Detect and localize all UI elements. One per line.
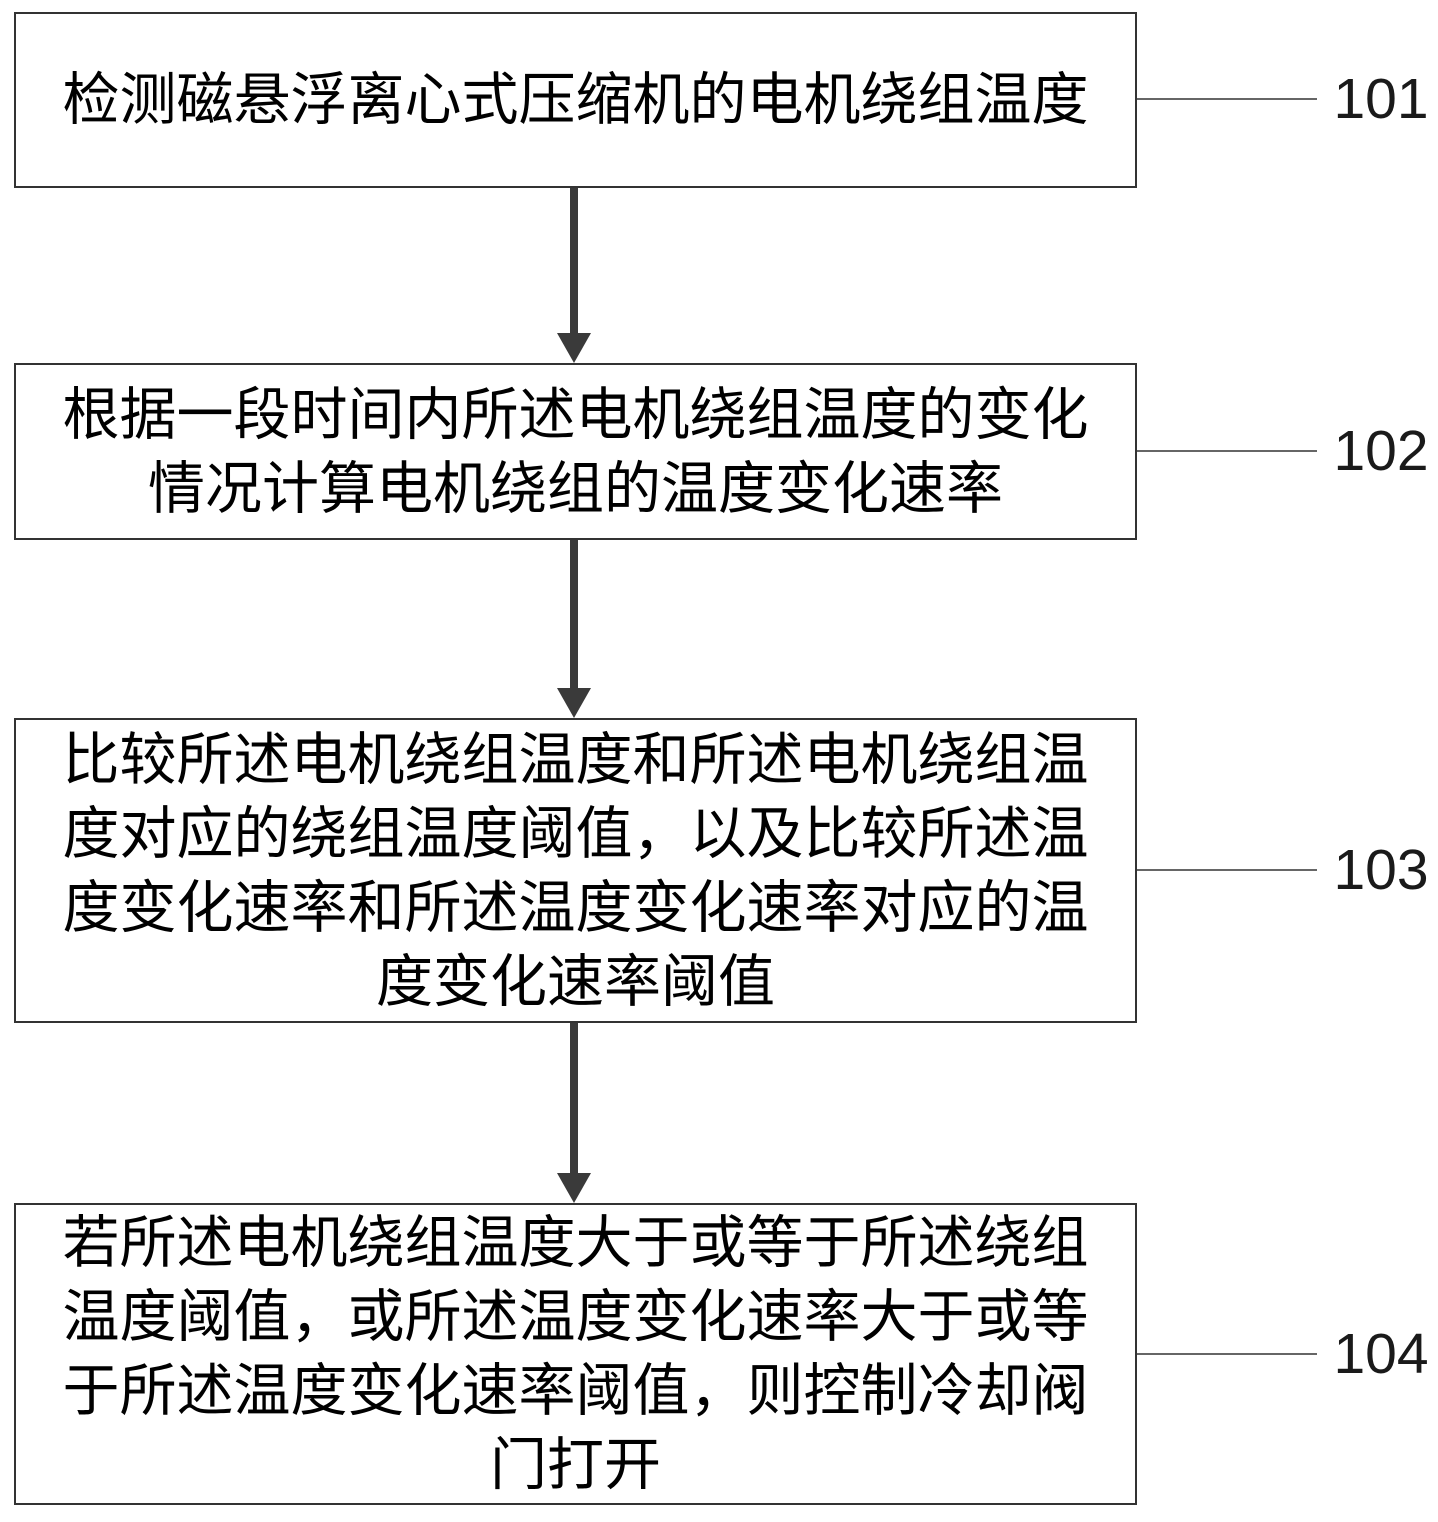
label-connector-104: [1137, 1353, 1317, 1355]
step-102-box: 根据一段时间内所述电机绕组温度的变化 情况计算电机绕组的温度变化速率: [14, 363, 1137, 540]
step-103-box: 比较所述电机绕组温度和所述电机绕组温 度对应的绕组温度阈值，以及比较所述温 度变…: [14, 718, 1137, 1023]
label-connector-103: [1137, 869, 1317, 871]
flow-arrow-1: [557, 188, 591, 363]
step-label-103: 103: [1333, 838, 1429, 902]
label-connector-101: [1137, 98, 1317, 100]
label-connector-102: [1137, 450, 1317, 452]
step-102-text-line-1: 根据一段时间内所述电机绕组温度的变化: [62, 381, 1089, 448]
arrow-head-icon: [557, 1173, 591, 1203]
step-104-box: 若所述电机绕组温度大于或等于所述绕组 温度阈值，或所述温度变化速率大于或等 于所…: [14, 1203, 1137, 1505]
step-104-text-line-1: 若所述电机绕组温度大于或等于所述绕组: [62, 1210, 1089, 1276]
arrow-head-icon: [557, 333, 591, 363]
step-101-text: 检测磁悬浮离心式压缩机的电机绕组温度: [62, 67, 1089, 133]
step-103-text-line-1: 比较所述电机绕组温度和所述电机绕组温: [62, 726, 1089, 793]
step-label-102: 102: [1333, 419, 1429, 483]
flow-arrow-2: [557, 540, 591, 718]
step-103-text-line-3: 度变化速率和所述温度变化速率对应的温: [62, 874, 1089, 941]
flow-arrow-3: [557, 1023, 591, 1203]
arrow-stem: [570, 188, 578, 337]
arrow-stem: [570, 540, 578, 692]
step-label-101: 101: [1333, 67, 1429, 131]
step-104-text-line-3: 于所述温度变化速率阈值，则控制冷却阀: [62, 1358, 1089, 1424]
step-101-box: 检测磁悬浮离心式压缩机的电机绕组温度: [14, 12, 1137, 188]
step-104-text-line-2: 温度阈值，或所述温度变化速率大于或等: [62, 1284, 1089, 1350]
arrow-head-icon: [557, 688, 591, 718]
step-103-text-line-2: 度对应的绕组温度阈值，以及比较所述温: [62, 800, 1089, 867]
step-102-text-line-2: 情况计算电机绕组的温度变化速率: [148, 455, 1003, 522]
step-104-text-line-4: 门打开: [490, 1432, 661, 1498]
step-103-text-line-4: 度变化速率阈值: [376, 948, 775, 1015]
arrow-stem: [570, 1023, 578, 1177]
step-label-104: 104: [1333, 1322, 1429, 1386]
